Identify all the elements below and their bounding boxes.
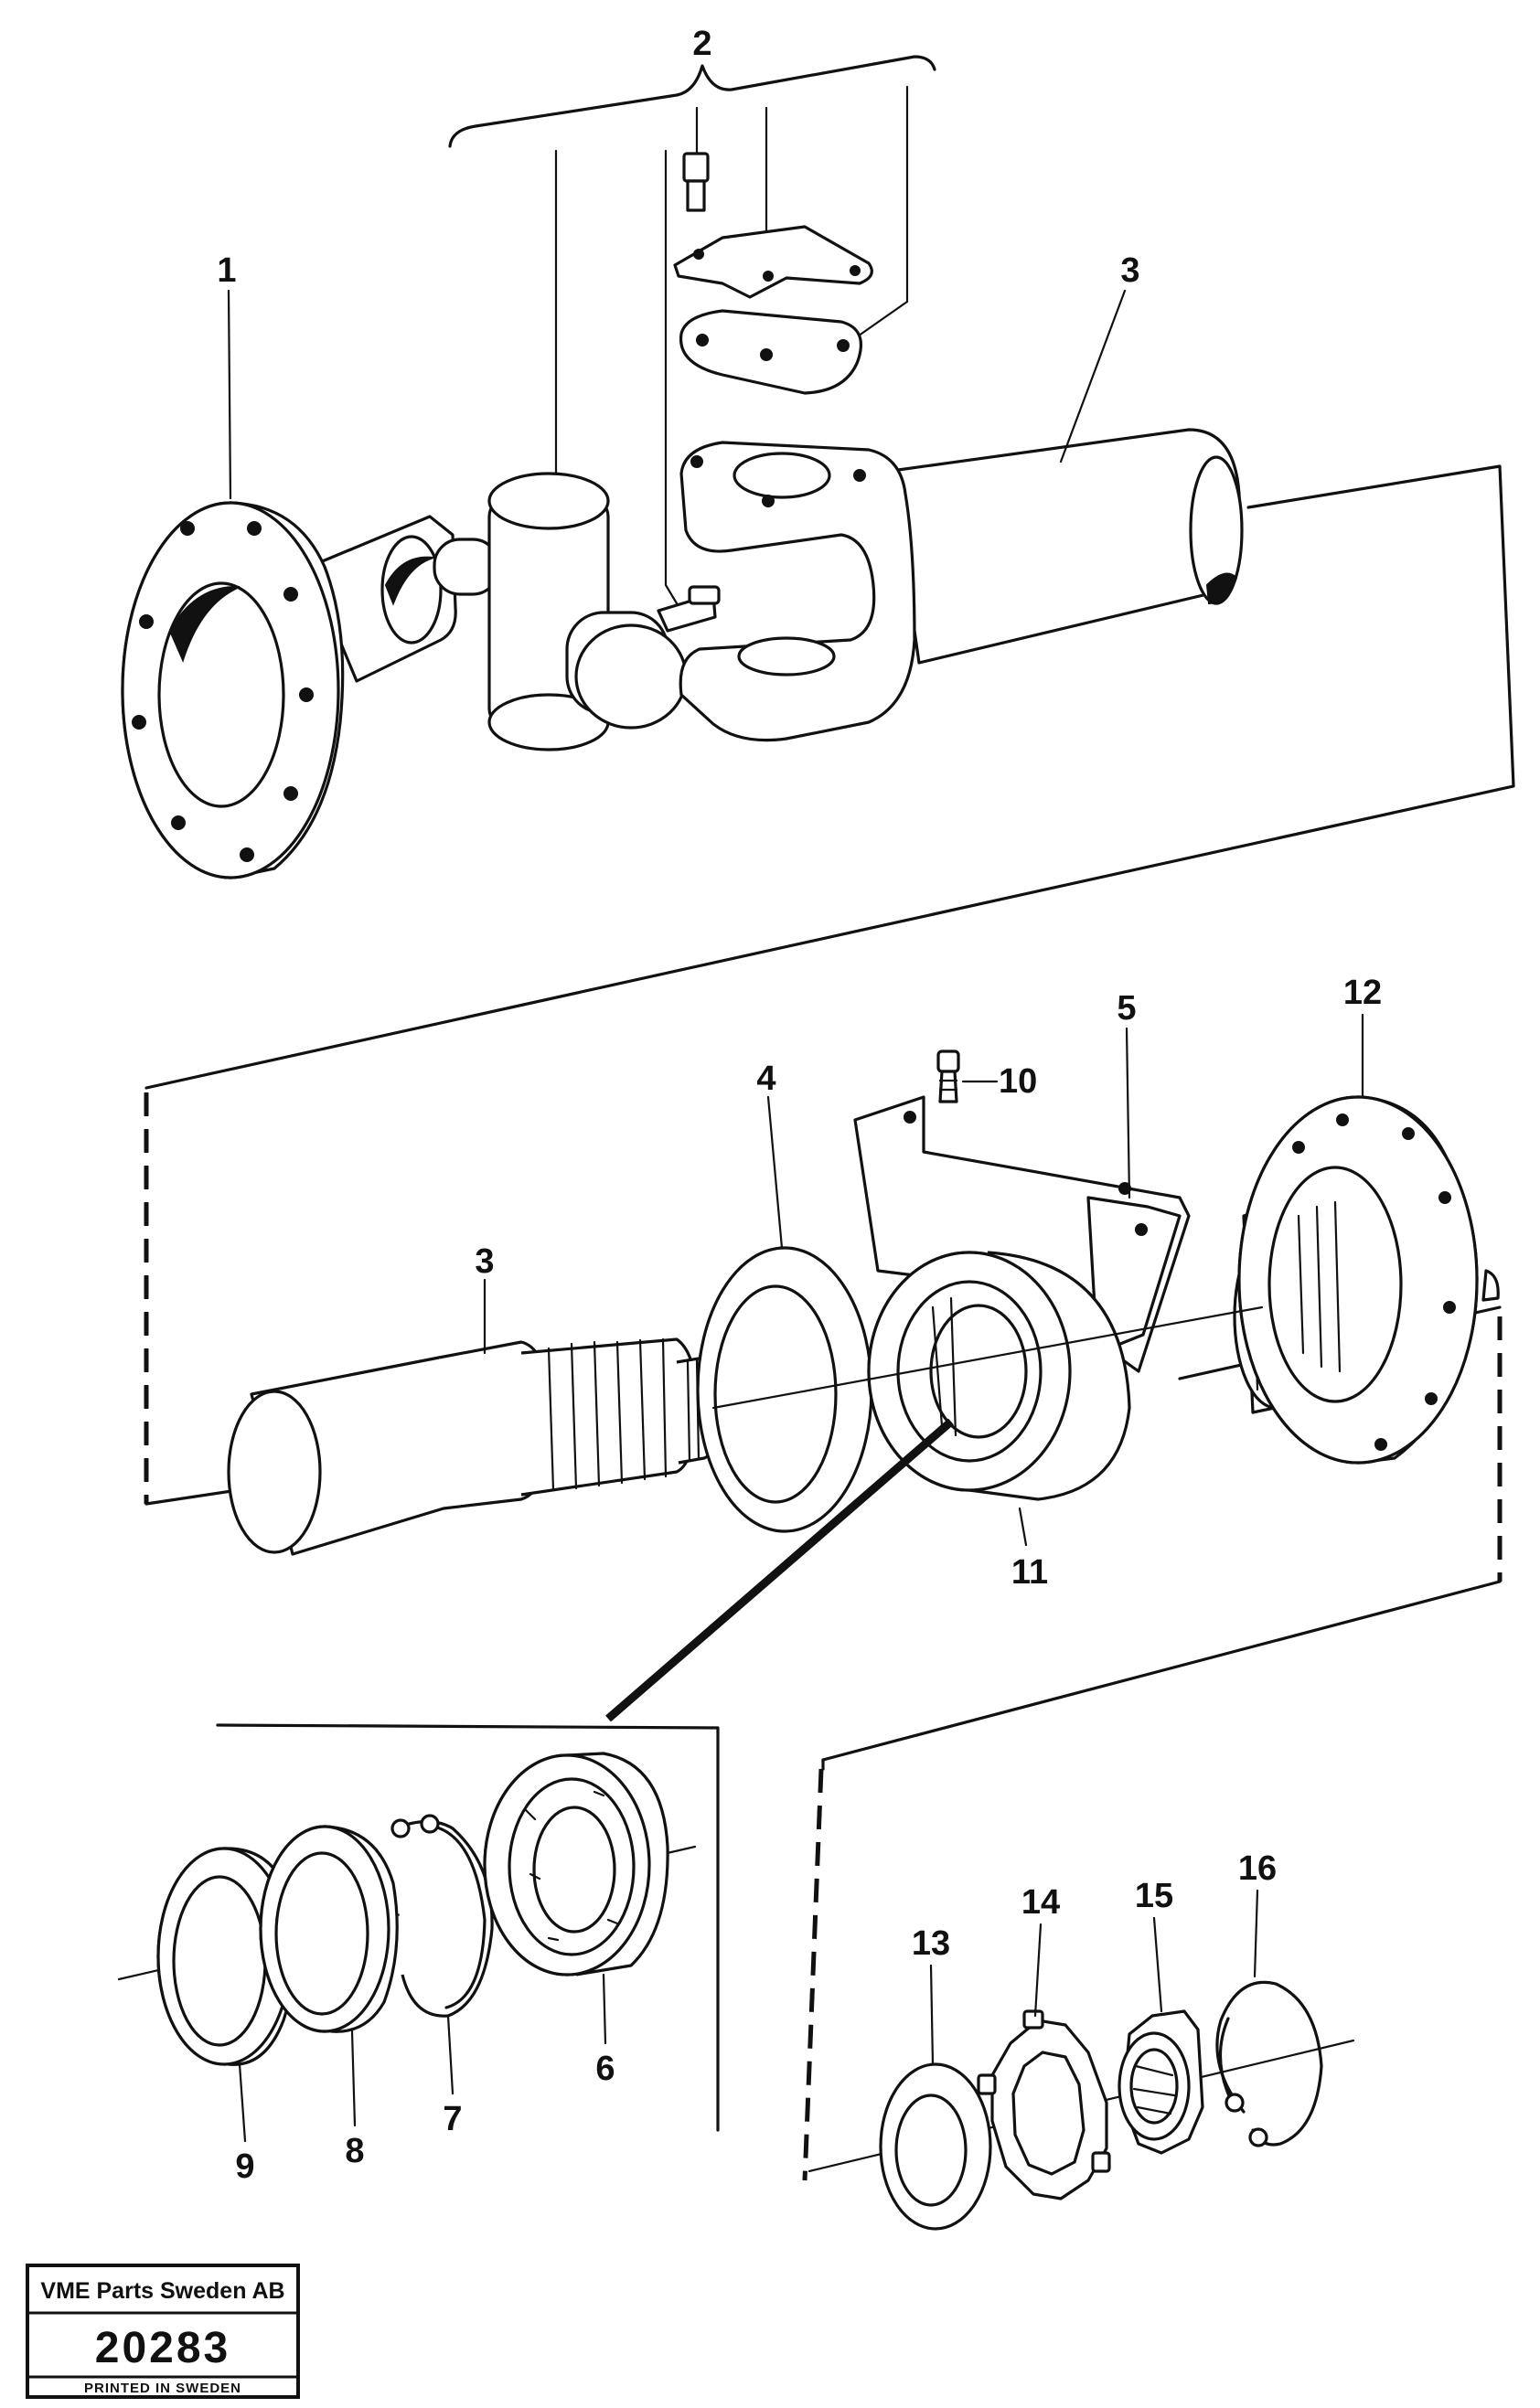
bearing-detail-inset (117, 1723, 720, 2132)
leader-line (850, 300, 909, 342)
callout-16: 16 (1238, 1849, 1277, 1888)
circlip-part-16 (1215, 1980, 1323, 2147)
callout-7: 7 (443, 2100, 462, 2138)
ball-bearing-part-6 (483, 1752, 669, 1976)
centerline (711, 1305, 1264, 1410)
callout-4: 4 (756, 1060, 775, 1098)
seal-part-8 (259, 1825, 399, 2033)
inset-frame (216, 1723, 720, 2132)
stamp-frame (26, 2264, 300, 2399)
flange-yoke-part-1 (121, 501, 457, 879)
callout-13: 13 (912, 1924, 950, 1963)
callout-3-mid: 3 (475, 1242, 494, 1281)
group-bracket-2 (448, 55, 936, 148)
callout-5: 5 (1117, 989, 1136, 1028)
callout-1: 1 (217, 251, 236, 290)
stamp-company: VME Parts Sweden AB (40, 2278, 284, 2304)
nut-lock-assembly (802, 1758, 1355, 2231)
connector-line (144, 464, 1515, 1090)
top-assembly (121, 55, 1515, 1090)
splined-shaft-part-3-mid (227, 1337, 720, 1556)
connector-line (144, 1488, 240, 1506)
detail-pointer (605, 1418, 954, 1722)
connector-line (821, 1580, 1502, 1762)
bearing-support-part-11 (853, 1050, 1191, 1501)
callout-12: 12 (1343, 974, 1382, 1012)
universal-joint-cross-part-2 (433, 152, 873, 751)
callout-8: 8 (345, 2132, 364, 2170)
callout-numbers: 1 2 3 3 4 5 6 7 8 9 10 11 12 13 14 15 16 (217, 25, 1382, 2186)
hex-nut-part-15 (1118, 2009, 1204, 2155)
companion-flange-part-12 (1233, 1095, 1500, 1465)
lock-washer-part-14 (977, 2009, 1111, 2200)
washer-part-13 (879, 2062, 992, 2231)
callout-9: 9 (235, 2147, 254, 2186)
callout-2: 2 (692, 25, 711, 63)
callout-10: 10 (999, 1062, 1037, 1101)
callout-6: 6 (595, 2050, 615, 2088)
stamp-box: VME Parts Sweden AB 20283 PRINTED IN SWE… (26, 2264, 300, 2399)
stamp-printed: PRINTED IN SWEDEN (84, 2381, 241, 2396)
callout-11: 11 (1011, 1553, 1048, 1592)
callout-15: 15 (1135, 1877, 1173, 1915)
callout-14: 14 (1021, 1883, 1060, 1922)
circlip-part-7 (390, 1814, 494, 2018)
middle-assembly (144, 1050, 1503, 1762)
stamp-number: 20283 (95, 2324, 230, 2372)
tube-yoke-part-3-top (679, 428, 1244, 742)
leader-line (664, 583, 679, 605)
callout-3-top: 3 (1120, 251, 1139, 290)
dashed-boundary (802, 1768, 824, 2181)
seal-ring-part-4 (696, 1246, 873, 1533)
callout-leaders (227, 289, 1364, 2143)
